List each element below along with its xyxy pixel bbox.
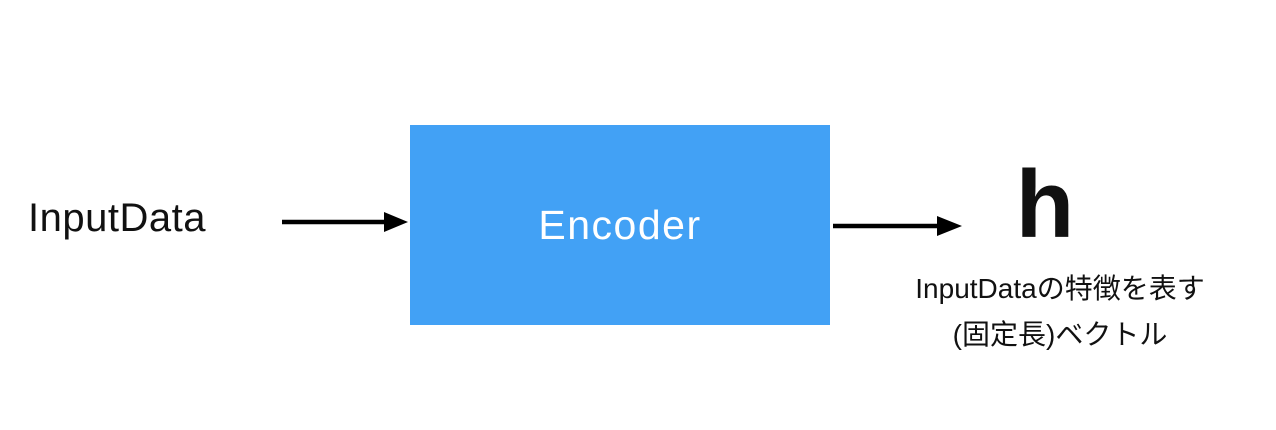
encoder-box: Encoder	[410, 125, 830, 325]
arrow-right-icon	[833, 216, 962, 236]
input-data-label: InputData	[28, 196, 206, 240]
encoder-label: Encoder	[538, 201, 702, 248]
output-caption-line2: (固定長)ベクトル	[952, 319, 1168, 350]
arrow-right-icon	[282, 212, 408, 232]
output-caption: InputDataの特徴を表す (固定長)ベクトル	[860, 266, 1260, 358]
output-vector-symbol: h	[1015, 151, 1075, 258]
output-caption-line1: InputDataの特徴を表す	[915, 273, 1205, 304]
